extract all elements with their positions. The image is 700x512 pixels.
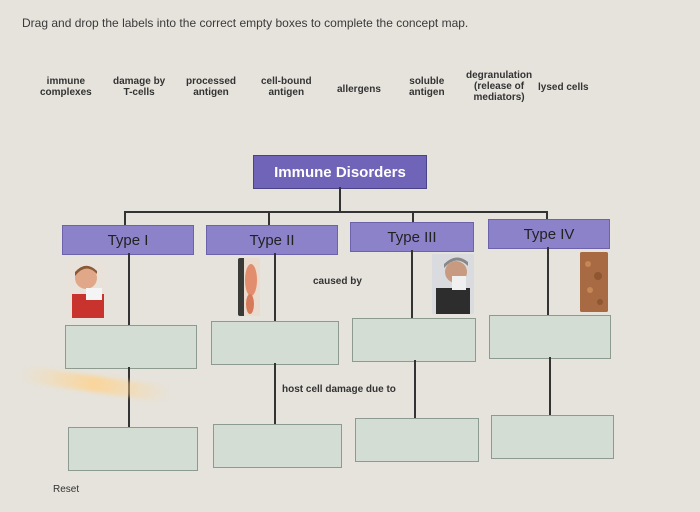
type-3-box: Type III <box>350 222 474 252</box>
connector-line <box>549 357 551 415</box>
immune-disorders-box: Immune Disorders <box>253 155 427 189</box>
screen-glare <box>19 365 171 403</box>
drop-box-type3-row1[interactable] <box>352 318 476 362</box>
drop-box-type2-row1[interactable] <box>211 321 339 365</box>
connector-line <box>124 211 547 213</box>
connector-line <box>274 363 276 424</box>
cells-photo <box>238 258 260 316</box>
child-sneezing-photo <box>68 262 108 318</box>
drop-box-type1-row1[interactable] <box>65 325 197 369</box>
connector-line <box>412 211 414 225</box>
reset-button[interactable]: Reset <box>53 484 80 495</box>
type-4-box: Type IV <box>488 219 610 249</box>
connector-line <box>546 211 548 221</box>
connector-line <box>128 253 130 325</box>
label-allergens[interactable]: allergens <box>337 84 381 95</box>
type-1-box: Type I <box>62 225 194 255</box>
host-cell-damage-label: host cell damage due to <box>282 384 396 395</box>
drop-box-type4-row2[interactable] <box>491 415 614 459</box>
connector-line <box>274 253 276 321</box>
label-damage-by-t-cells[interactable]: damage by T-cells <box>113 76 166 98</box>
drop-box-type2-row2[interactable] <box>213 424 342 468</box>
label-lysed-cells[interactable]: lysed cells <box>538 82 589 93</box>
drop-box-type3-row2[interactable] <box>355 418 479 462</box>
label-processed-antigen[interactable]: processed antigen <box>186 76 237 98</box>
person-sneezing-photo <box>432 254 474 314</box>
connector-line <box>547 247 549 315</box>
connector-line <box>268 211 270 225</box>
instructions-text: Drag and drop the labels into the correc… <box>22 16 469 30</box>
caused-by-label: caused by <box>313 276 362 287</box>
connector-line <box>411 250 413 318</box>
label-cell-bound-antigen[interactable]: cell-bound antigen <box>261 76 312 98</box>
type-2-box: Type II <box>206 225 338 255</box>
connector-line <box>128 367 130 427</box>
connector-line <box>124 211 126 225</box>
skin-texture-photo <box>580 252 608 312</box>
drop-box-type1-row2[interactable] <box>68 427 198 471</box>
label-immune-complexes[interactable]: immune complexes <box>40 76 92 98</box>
label-degranulation[interactable]: degranulation (release of mediators) <box>466 70 533 103</box>
drop-box-type4-row1[interactable] <box>489 315 611 359</box>
connector-line <box>339 187 341 212</box>
label-soluble-antigen[interactable]: soluble antigen <box>409 76 445 98</box>
connector-line <box>414 360 416 418</box>
